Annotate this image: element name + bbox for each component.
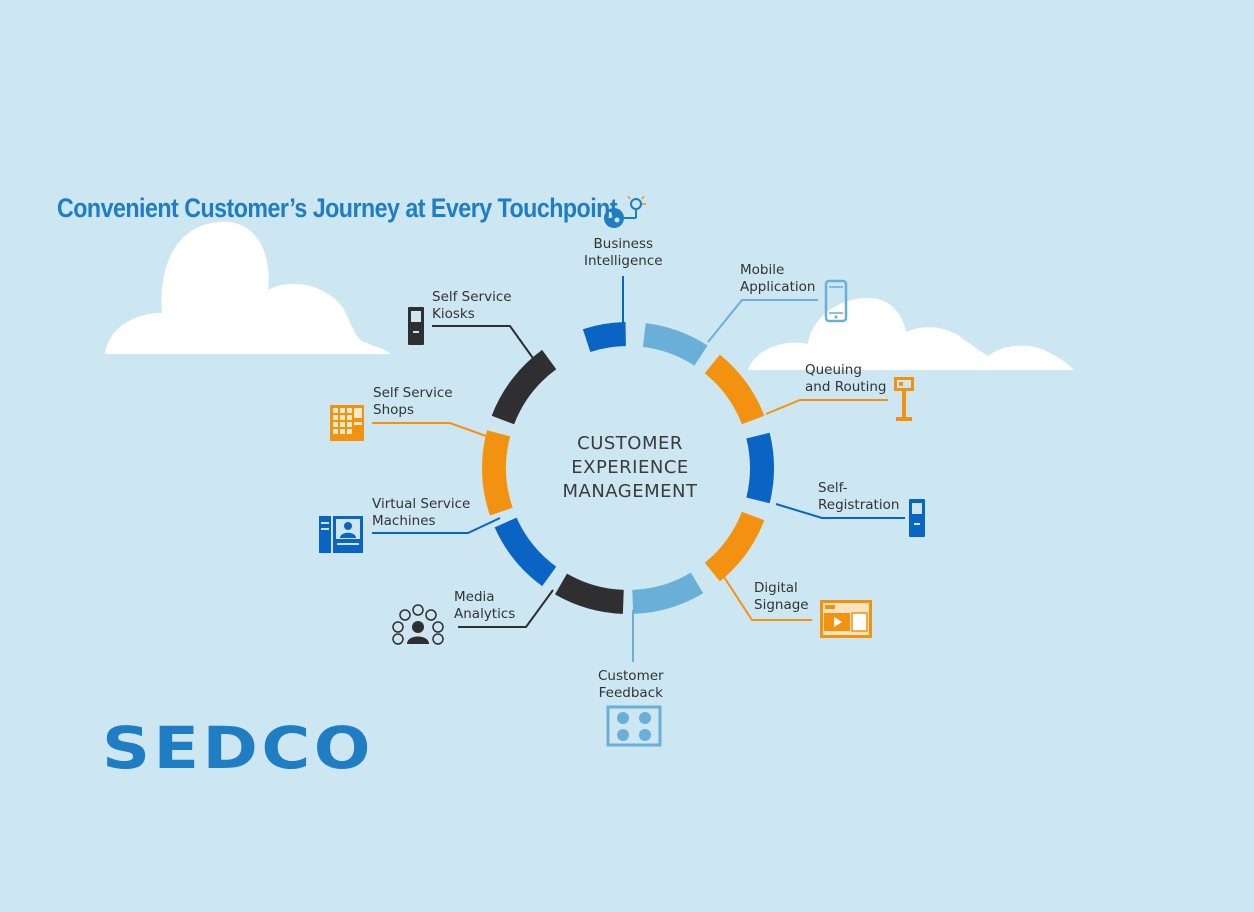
cloud-left: [105, 221, 390, 354]
ring-segment-queuing: [704, 354, 765, 425]
center-label-line2: EXPERIENCE: [571, 457, 689, 478]
node-mobile-application: Mobile Application: [740, 262, 815, 296]
ring-segment-virtual: [494, 517, 557, 587]
node-label-line2: Machines: [372, 513, 436, 529]
node-self-registration: Self- Registration: [818, 480, 899, 514]
node-label-line2: and Routing: [805, 379, 887, 395]
connector-mobile: [707, 299, 818, 343]
center-label-line1: CUSTOMER: [577, 433, 683, 454]
node-digital-signage: Digital Signage: [754, 580, 809, 614]
kiosk-icon: [909, 499, 925, 537]
node-label-line1: Virtual Service: [372, 496, 471, 512]
connector-kiosks: [432, 325, 541, 369]
node-label-line2: Intelligence: [584, 253, 663, 269]
node-label-line2: Feedback: [598, 685, 663, 701]
node-customer-feedback: Customer Feedback: [598, 668, 664, 702]
ring-segment-feedback: [631, 572, 704, 614]
node-label-line1: Customer: [598, 668, 664, 684]
node-label-line1: Self Service: [373, 385, 453, 401]
display-screen-icon: [820, 600, 872, 638]
ring-segment-kiosks: [491, 349, 557, 425]
node-label-line1: Media: [454, 589, 495, 605]
social-media-user-icon: [392, 604, 444, 645]
sedco-logo: SEDCO: [102, 714, 374, 782]
cloud-right: [748, 297, 1074, 370]
node-label-line1: Self Service: [432, 289, 512, 305]
connector-queuing: [765, 399, 888, 415]
node-label-line2: Shops: [373, 402, 414, 418]
node-self-service-shops: Self Service Shops: [373, 385, 453, 419]
connector-virtual: [372, 517, 501, 534]
node-business-intelligence: Business Intelligence: [584, 236, 663, 270]
ring-segment-registration: [746, 432, 774, 504]
node-queuing-routing: Queuing and Routing: [805, 362, 886, 396]
connector-shops: [372, 422, 487, 437]
node-label-line2: Kiosks: [432, 306, 475, 322]
mobile-phone-icon: [824, 279, 848, 323]
diagram-title: Convenient Customer’s Journey at Every T…: [57, 193, 618, 223]
node-label-line2: Analytics: [454, 606, 516, 622]
ticket-dispenser-icon: [894, 377, 914, 421]
video-teller-icon: [319, 516, 363, 553]
connector-registration: [775, 503, 905, 519]
center-label: CUSTOMER EXPERIENCE MANAGEMENT: [520, 432, 740, 504]
node-label-line1: Queuing: [805, 362, 862, 378]
shop-terminal-icon: [330, 405, 364, 441]
node-label-line1: Self-: [818, 480, 848, 496]
node-label-line1: Mobile: [740, 262, 785, 278]
node-self-service-kiosks: Self Service Kiosks: [432, 289, 512, 323]
ring: [482, 322, 774, 614]
feedback-panel-icon: [606, 705, 662, 747]
brain-lightbulb-icon: [604, 195, 646, 228]
node-virtual-service-machines: Virtual Service Machines: [372, 496, 470, 530]
node-label-line2: Registration: [818, 497, 900, 513]
ring-segment-mobile: [642, 323, 708, 366]
center-label-line3: MANAGEMENT: [562, 481, 698, 502]
node-label-line2: Signage: [754, 597, 809, 613]
connectors: [372, 276, 905, 662]
node-label-line2: Application: [740, 279, 816, 295]
ring-segment-shops: [482, 430, 513, 516]
ring-segment-media: [554, 573, 625, 614]
node-label-line1: Business: [593, 236, 654, 252]
ring-segment-business: [582, 322, 627, 353]
connector-media: [458, 589, 554, 628]
ring-segment-signage: [704, 511, 765, 582]
connector-signage: [723, 576, 812, 621]
node-label-line1: Digital: [754, 580, 798, 596]
kiosk-tower-icon: [408, 307, 424, 345]
node-media-analytics: Media Analytics: [454, 589, 515, 623]
